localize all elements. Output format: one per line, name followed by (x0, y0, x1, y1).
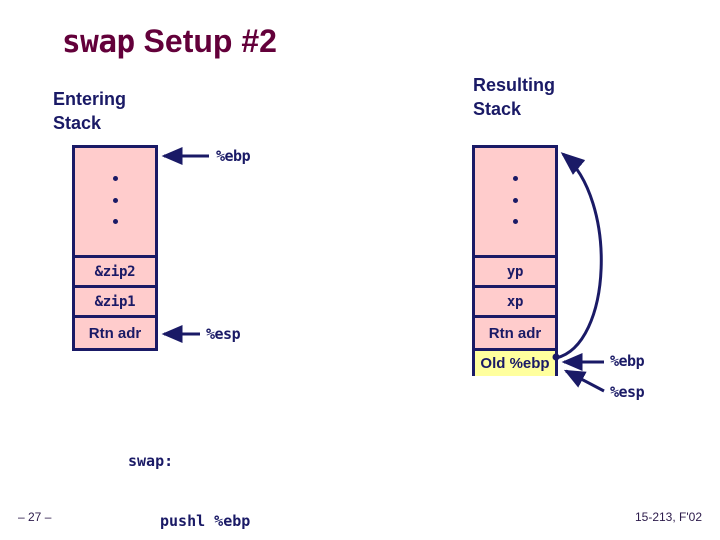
page-title: swap Setup #2 (62, 23, 277, 60)
ellipsis-dots (75, 176, 155, 224)
table-row (75, 148, 155, 255)
table-row: &zip2 (75, 255, 155, 285)
assembly-code-block: swap: pushl %ebp movl %esp,%ebp pushl %e… (128, 412, 286, 540)
table-row: Rtn adr (75, 315, 155, 348)
resulting-stack-diagram: yp xp Rtn adr Old %ebp (472, 145, 558, 376)
resulting-stack-heading: Resulting Stack (473, 75, 556, 120)
cell-label-rtn-adr: Rtn adr (88, 324, 142, 342)
table-row: Rtn adr (475, 315, 555, 348)
entering-stack-heading: Entering Stack (53, 89, 127, 134)
dot (512, 219, 518, 224)
code-line-1: pushl %ebp (128, 512, 286, 532)
register-label-esp-entering: %esp (206, 325, 241, 343)
code-line-text: swap: (128, 451, 174, 470)
entering-stack-diagram: &zip2 &zip1 Rtn adr (72, 145, 158, 351)
cell-label-yp: yp (506, 263, 524, 280)
cell-label-old-ebp: Old %ebp (480, 355, 550, 372)
cell-label-zip2: &zip2 (94, 263, 136, 280)
dot (112, 219, 118, 224)
page-title-sans: Setup #2 (134, 23, 277, 59)
dot (512, 176, 518, 181)
table-row (475, 148, 555, 255)
page-title-mono: swap (62, 24, 135, 60)
cell-label-zip1: &zip1 (94, 293, 136, 310)
code-line-text: pushl %ebp (160, 511, 251, 530)
register-label-esp-resulting: %esp (610, 383, 645, 401)
footer-page-number: – 27 – (18, 510, 52, 524)
dot (512, 197, 518, 203)
dot (112, 197, 118, 203)
register-label-ebp-entering: %ebp (216, 147, 251, 165)
dot (112, 176, 118, 181)
arrow-saved-frame-pointer (555, 152, 603, 360)
table-row: xp (475, 285, 555, 315)
cell-label-rtn-adr: Rtn adr (488, 324, 542, 342)
table-row-old-ebp: Old %ebp (475, 348, 555, 376)
ellipsis-dots (475, 176, 555, 224)
footer-course-label: 15-213, F'02 (634, 510, 702, 524)
arrow-esp-resulting (563, 369, 605, 393)
code-line-0: swap: (128, 452, 286, 472)
table-row: &zip1 (75, 285, 155, 315)
table-row: yp (475, 255, 555, 285)
cell-label-xp: xp (506, 293, 524, 310)
register-label-ebp-resulting: %ebp (610, 352, 645, 370)
